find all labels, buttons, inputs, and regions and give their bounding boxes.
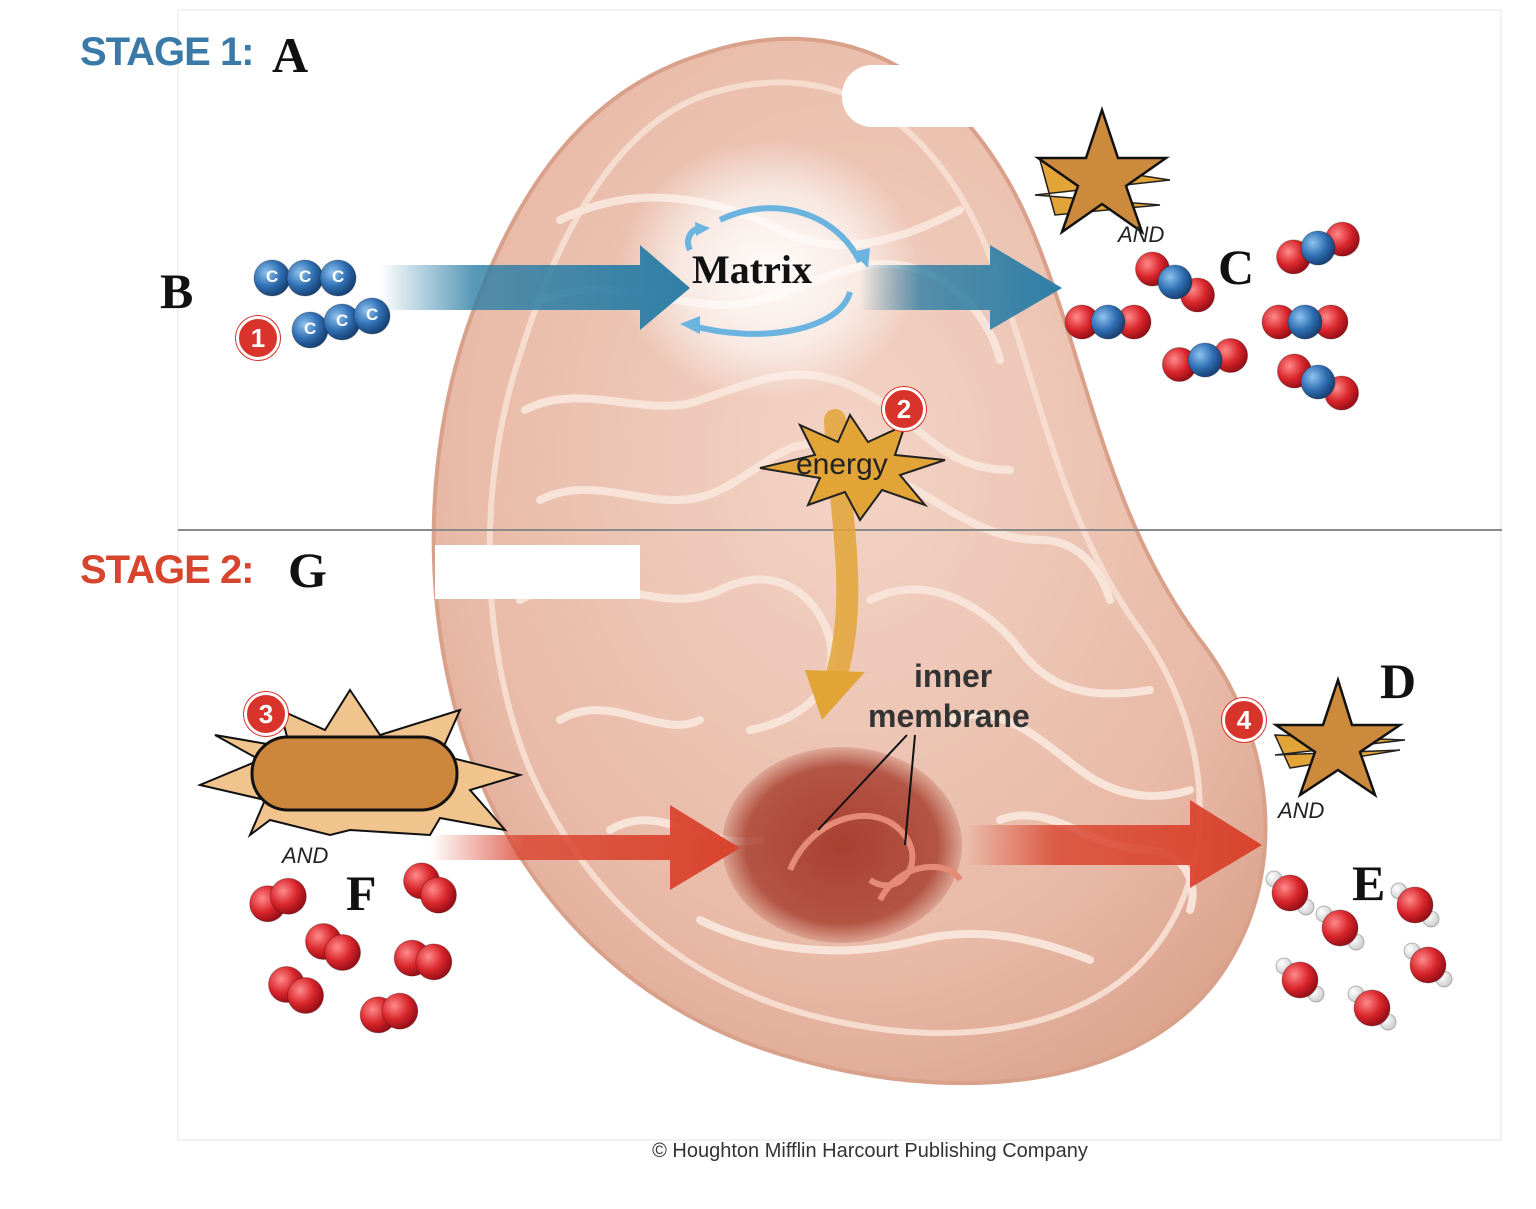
oxygen-atom — [1281, 961, 1319, 999]
and-label-stage1: AND — [1118, 222, 1165, 247]
molecules — [249, 221, 1453, 1034]
stage1-letter: A — [272, 27, 309, 83]
answer-blank-top — [842, 65, 1182, 127]
label-e: E — [1352, 855, 1386, 911]
energy-star-stage1 — [1034, 106, 1171, 236]
energy-star-stage2 — [1271, 675, 1406, 799]
label-d: D — [1380, 653, 1417, 709]
energy-arrow-head — [805, 670, 865, 720]
membrane-pointer-2 — [904, 734, 916, 846]
marker-3: 3 — [244, 692, 288, 736]
oxygen-atom — [1271, 874, 1309, 912]
matrix-glow — [620, 140, 920, 400]
oxygen-atom — [1321, 909, 1359, 947]
cycle-arrows — [680, 205, 870, 337]
stage2-input-arrow — [430, 805, 740, 890]
copyright-credit: © Houghton Mifflin Harcourt Publishing C… — [652, 1140, 1088, 1162]
stage2-label: STAGE 2: — [80, 548, 255, 592]
matrix-label: Matrix — [692, 247, 812, 292]
energy-label: energy — [796, 448, 888, 481]
stage1-heading: STAGE 1: — [80, 30, 255, 75]
stage1-output-arrow — [860, 245, 1062, 330]
glucose-burst — [196, 688, 524, 839]
and-label-stage2-left: AND — [282, 843, 329, 868]
diagram-frame — [177, 9, 1502, 1141]
inner-membrane-highlight — [722, 747, 962, 943]
carbon-atom — [1187, 342, 1223, 378]
carbon-atom-label: C — [266, 267, 279, 286]
oxygen-atom — [269, 877, 307, 915]
stage1-input-arrow — [380, 245, 690, 330]
carbon-atom-label: C — [336, 311, 349, 330]
glucose-capsule — [250, 735, 459, 812]
label-b: B — [160, 263, 194, 319]
carbon-atom — [1287, 304, 1323, 340]
oxygen-atom — [419, 876, 457, 914]
label-c: C — [1218, 239, 1255, 295]
label-f: F — [346, 865, 377, 921]
carbon-atom — [319, 259, 357, 297]
energy-burst — [759, 412, 946, 522]
and-label-stage2-right: AND — [1278, 798, 1325, 823]
stage2-letter: G — [288, 542, 327, 598]
oxygen-atom — [1409, 946, 1447, 984]
oxygen-atom — [1353, 989, 1391, 1027]
carbon-atom — [1300, 230, 1336, 266]
stage2-output-arrow — [965, 800, 1262, 888]
carbon-atom-label: C — [366, 305, 379, 324]
carbon-atom — [353, 297, 391, 335]
carbon-atom — [1300, 364, 1336, 400]
carbon-atom — [1157, 264, 1193, 300]
oxygen-atom — [287, 977, 325, 1014]
inner-membrane-line2: membrane — [868, 698, 1030, 734]
oxygen-atom — [324, 934, 362, 971]
membrane-pointer-1 — [817, 734, 908, 831]
oxygen-atom — [415, 943, 453, 981]
stage1-label: STAGE 1: — [80, 30, 255, 74]
carbon-atom — [1090, 304, 1126, 340]
oxygen-atom — [1396, 886, 1434, 924]
marker-4: 4 — [1222, 698, 1266, 742]
inner-membrane-line1: inner — [914, 658, 993, 694]
stage2-heading: STAGE 2: — [80, 548, 255, 593]
marker-1: 1 — [236, 316, 280, 360]
oxygen-atom — [381, 992, 419, 1030]
marker-2: 2 — [882, 387, 926, 431]
carbon-atom-label: C — [304, 319, 317, 338]
answer-blank-g — [435, 545, 640, 599]
carbon-atom-label: C — [332, 267, 345, 286]
carbon-atom-label: C — [299, 267, 312, 286]
